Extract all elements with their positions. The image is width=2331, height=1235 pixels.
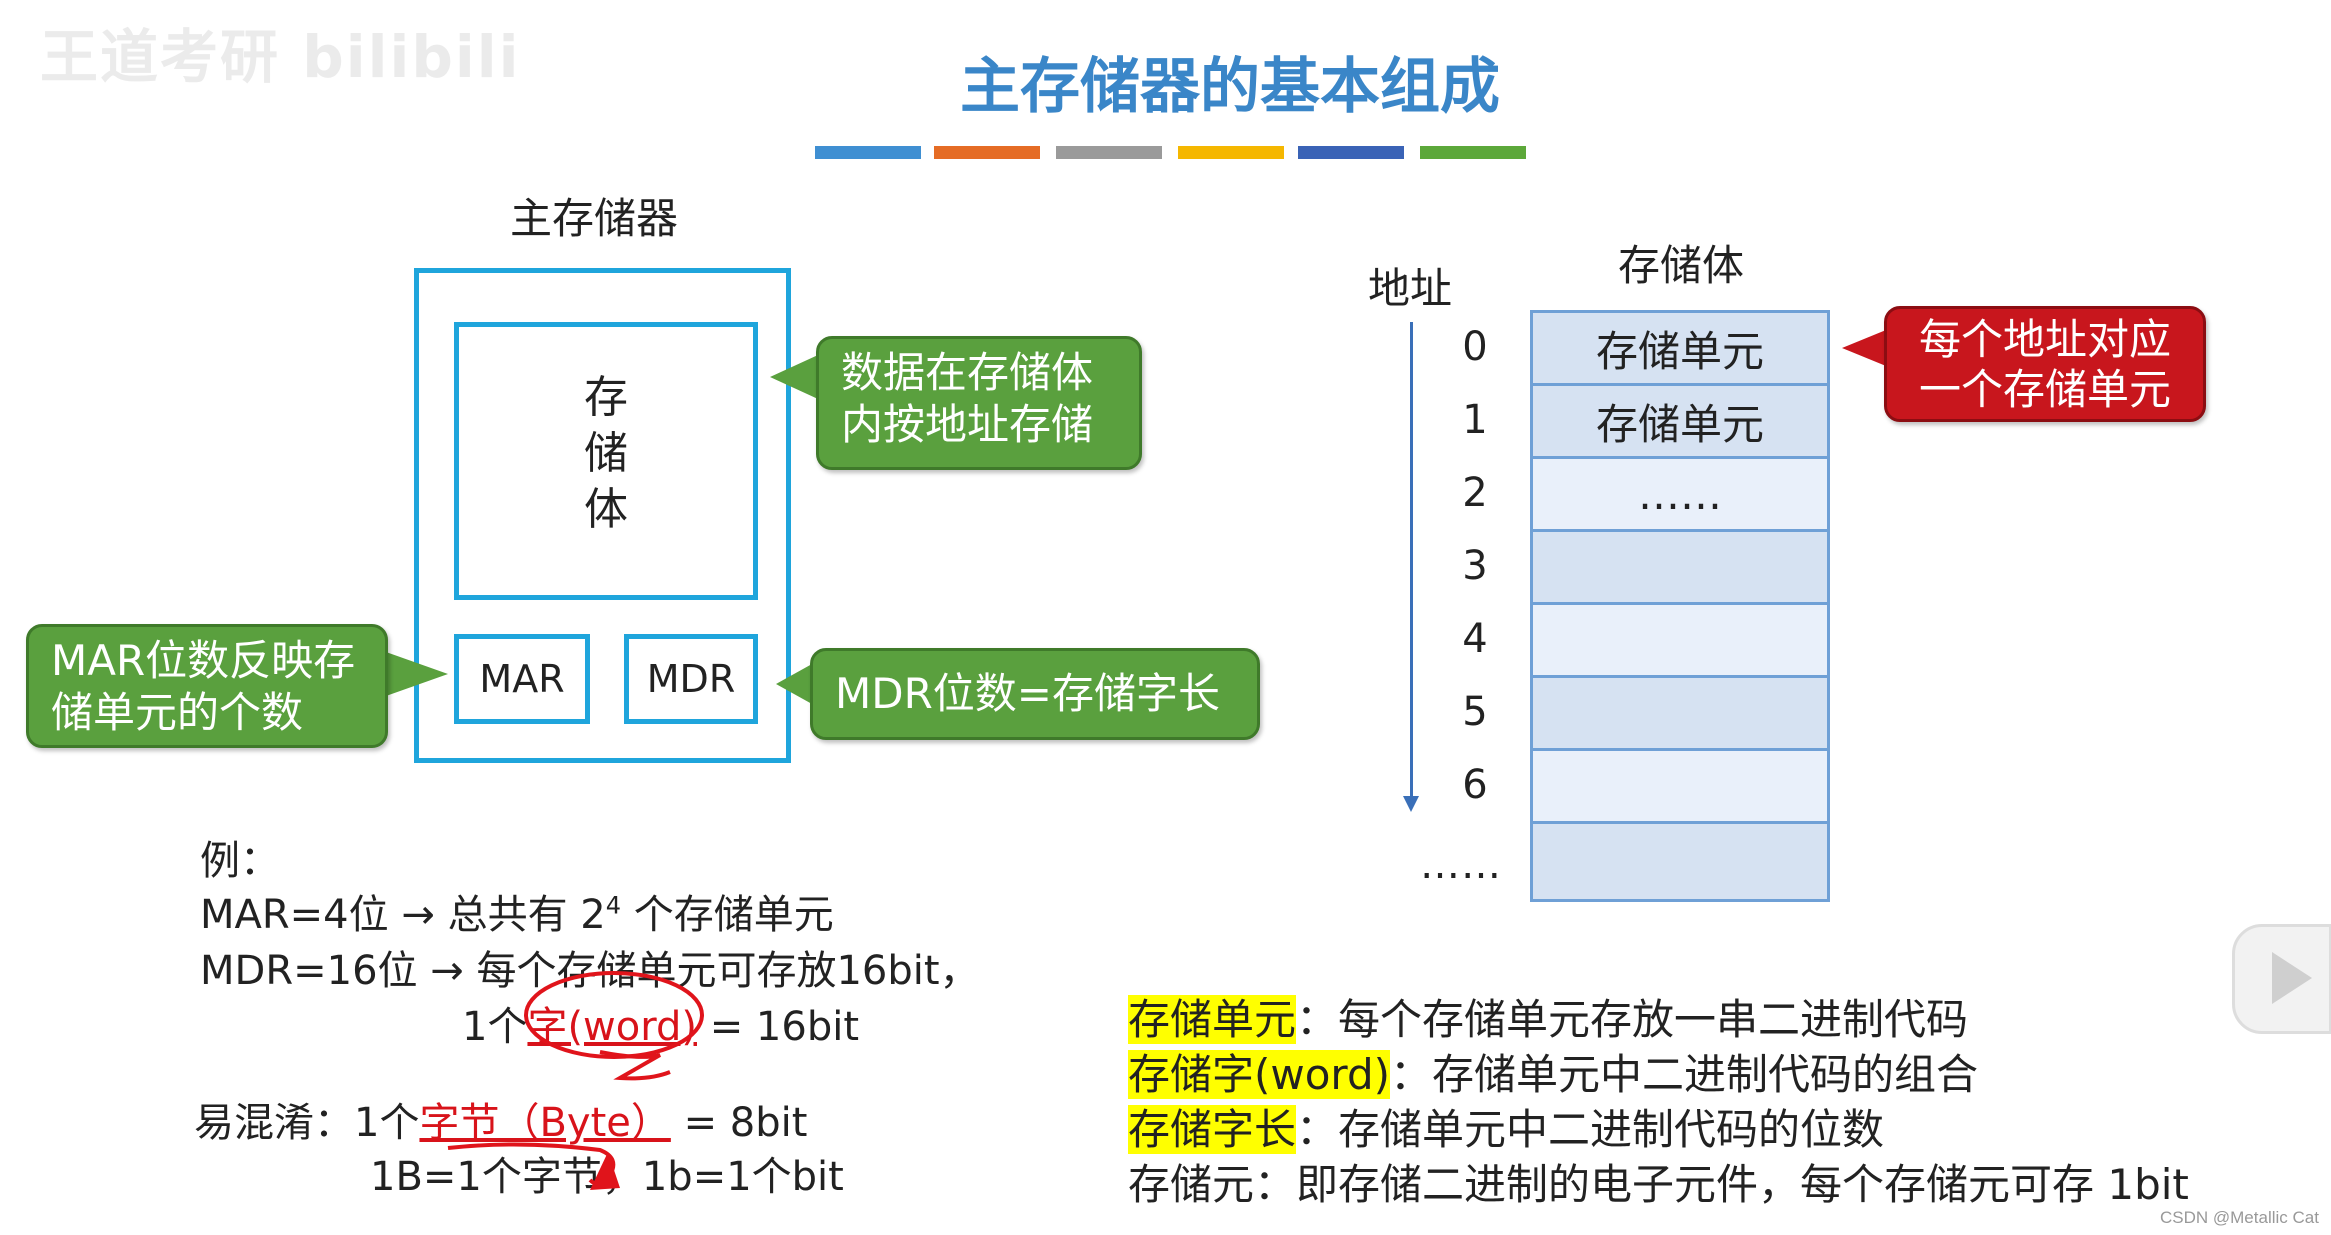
address-5: 5	[1462, 689, 1488, 735]
credit-text: CSDN @Metallic Cat	[2160, 1208, 2319, 1227]
storage-cell	[1533, 605, 1827, 678]
storage-cell	[1533, 532, 1827, 605]
address-4: 4	[1462, 616, 1488, 662]
callout-data: 数据在存储体 内按地址存储	[816, 336, 1142, 470]
storage-bank-box	[454, 322, 758, 600]
storage-cell	[1533, 751, 1827, 824]
confusion-line-1-a: 易混淆：1个	[194, 1100, 420, 1146]
mar-register: MAR	[454, 634, 590, 724]
storage-cell: 存储单元	[1533, 313, 1827, 386]
color-bar-6	[1420, 146, 1526, 159]
color-bar-1	[815, 146, 921, 159]
storage-bank-column-label: 存储体	[1618, 241, 1745, 290]
callout-mar: MAR位数反映存 储单元的个数	[26, 624, 388, 748]
example-line-1-exponent: 4	[605, 891, 622, 920]
storage-cell	[1533, 678, 1827, 751]
main-memory-label: 主存储器	[510, 194, 679, 243]
definition-storage-element: 存储元：即存储二进制的电子元件，每个存储元可存 1bit	[1128, 1151, 2189, 1212]
example-line-1-a: MAR=4位 → 总共有 2	[200, 892, 606, 938]
storage-cell	[1533, 824, 1827, 899]
definition-storage-unit: 存储单元：每个存储单元存放一串二进制代码	[1128, 986, 1968, 1047]
example-line-1: MAR=4位 → 总共有 24 个存储单元	[200, 882, 834, 940]
address-0: 0	[1462, 324, 1488, 370]
address-axis	[1410, 322, 1413, 797]
confusion-line-1-b: = 8bit	[670, 1100, 808, 1146]
example-line-3-b: = 16bit	[696, 1004, 860, 1050]
definition-term: 存储元	[1128, 1160, 1255, 1209]
word-term: 字(word)	[527, 1004, 697, 1050]
byte-term: 字节（Byte）	[419, 1100, 671, 1146]
definition-storage-word: 存储字(word)：存储单元中二进制代码的组合	[1128, 1041, 1978, 1102]
confusion-line-2: 1B=1个字节，1b=1个bit	[370, 1154, 844, 1200]
color-bar-2	[934, 146, 1040, 159]
definition-text: ：存储单元中二进制代码的位数	[1296, 1105, 1885, 1154]
definition-term: 存储单元	[1128, 995, 1297, 1044]
play-icon[interactable]	[2272, 952, 2312, 1004]
definition-term: 存储字长	[1128, 1105, 1297, 1154]
callout-mar-pointer	[386, 652, 448, 696]
definition-word-length: 存储字长：存储单元中二进制代码的位数	[1128, 1096, 1884, 1157]
example-heading: 例：	[200, 838, 280, 884]
definition-term: 存储字(word)	[1128, 1050, 1391, 1099]
mdr-register: MDR	[624, 634, 758, 724]
main-memory-box	[414, 268, 791, 763]
storage-bank-label: 存 储 体	[584, 372, 628, 535]
example-line-3-a: 1个	[462, 1004, 528, 1050]
storage-cells: 存储单元 存储单元 ……	[1530, 310, 1830, 902]
address-axis-arrowhead	[1403, 796, 1419, 812]
callout-address: 每个地址对应 一个存储单元	[1884, 306, 2206, 422]
callout-mdr-pointer	[776, 664, 812, 704]
color-bar-4	[1178, 146, 1284, 159]
storage-cell: 存储单元	[1533, 386, 1827, 459]
address-2: 2	[1462, 470, 1488, 516]
example-line-2: MDR=16位 → 每个存储单元可存放16bit，	[200, 948, 980, 994]
color-bar-5	[1298, 146, 1404, 159]
callout-mdr: MDR位数=存储字长	[810, 648, 1260, 740]
example-line-3: 1个字(word) = 16bit	[462, 994, 859, 1052]
color-bar-3	[1056, 146, 1162, 159]
storage-cell: ……	[1533, 459, 1827, 532]
callout-address-pointer	[1842, 330, 1886, 366]
address-1: 1	[1462, 397, 1488, 443]
example-line-1-b: 个存储单元	[621, 892, 834, 938]
address-6: 6	[1462, 762, 1488, 808]
page-title: 主存储器的基本组成	[960, 52, 1500, 122]
definition-text: ：即存储二进制的电子元件，每个存储元可存 1bit	[1254, 1160, 2189, 1209]
address-label: 地址	[1368, 264, 1453, 313]
definition-text: ：每个存储单元存放一串二进制代码	[1296, 995, 1969, 1044]
confusion-line-1: 易混淆：1个字节（Byte） = 8bit	[194, 1090, 807, 1148]
word-squiggle	[599, 1050, 671, 1081]
address-ellipsis: ……	[1420, 842, 1502, 888]
definition-text: ：存储单元中二进制代码的组合	[1390, 1050, 1979, 1099]
callout-data-pointer	[770, 355, 818, 399]
address-3: 3	[1462, 543, 1488, 589]
watermark: 王道考研 bilibili	[40, 23, 521, 91]
